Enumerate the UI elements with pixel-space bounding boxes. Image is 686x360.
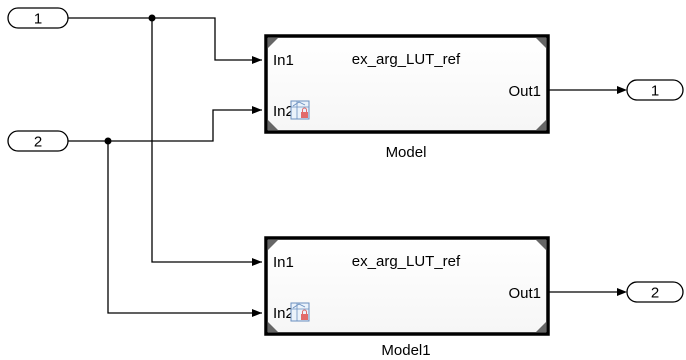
corner-tab <box>268 322 278 332</box>
wire-in2-model1-in2[interactable] <box>107 141 262 314</box>
arrow-head <box>252 106 262 114</box>
corner-tab <box>536 240 546 250</box>
outport-1-number: 1 <box>651 83 659 100</box>
arrow-head <box>252 258 262 266</box>
inport-1[interactable]: 1 <box>7 7 69 29</box>
lock-table-icon <box>290 100 310 120</box>
model1-in2-label: In2 <box>273 305 294 322</box>
model1-in1-label: In1 <box>273 254 294 271</box>
corner-tab <box>268 38 278 48</box>
model-block-name[interactable]: Model <box>386 144 427 161</box>
corner-tab <box>268 240 278 250</box>
wire-in1-model-in1[interactable] <box>68 17 262 61</box>
wire-in2-model-in2[interactable] <box>68 109 262 142</box>
signal-lines <box>68 14 627 317</box>
model1-out1-label: Out1 <box>508 285 541 302</box>
outport-1[interactable]: 1 <box>626 79 684 101</box>
model-block[interactable]: ex_arg_LUT_ref In1 In2 Out1 Model <box>264 34 550 161</box>
model1-block[interactable]: ex_arg_LUT_ref In1 In2 Out1 Model1 <box>264 236 550 359</box>
model-out1-label: Out1 <box>508 83 541 100</box>
model1-block-title: ex_arg_LUT_ref <box>352 253 461 270</box>
arrow-head <box>617 86 627 94</box>
arrow-head <box>252 56 262 64</box>
corner-tab <box>536 120 546 130</box>
inport-2[interactable]: 2 <box>7 130 69 152</box>
corner-tab <box>536 38 546 48</box>
branch-point <box>148 14 156 22</box>
model-in1-label: In1 <box>273 52 294 69</box>
model-block-title: ex_arg_LUT_ref <box>352 51 461 68</box>
lock-table-icon <box>290 302 310 322</box>
outport-2-number: 2 <box>651 285 659 302</box>
branch-point <box>104 137 112 145</box>
inport-1-number: 1 <box>34 11 42 28</box>
corner-tab <box>536 322 546 332</box>
arrow-head <box>252 309 262 317</box>
inport-2-number: 2 <box>34 134 42 151</box>
outport-2[interactable]: 2 <box>626 281 684 303</box>
corner-tab <box>268 120 278 130</box>
arrow-head <box>617 288 627 296</box>
model1-block-name[interactable]: Model1 <box>381 342 430 359</box>
wire-in1-model1-in1[interactable] <box>151 18 262 263</box>
model-in2-label: In2 <box>273 103 294 120</box>
